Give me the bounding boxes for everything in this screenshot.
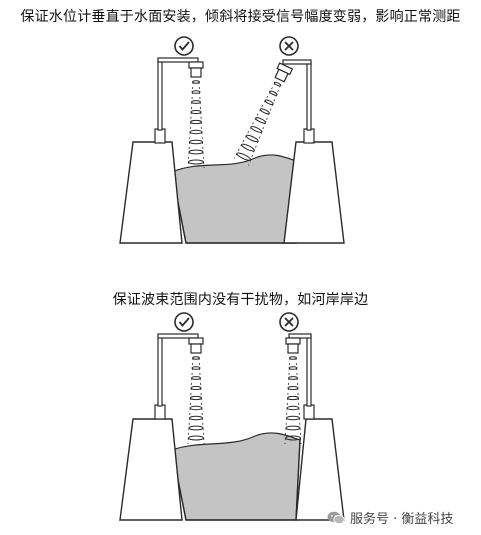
right-arm-bottom bbox=[288, 333, 312, 339]
left-bank-bottom bbox=[119, 418, 183, 521]
water-top bbox=[171, 154, 301, 244]
right-bank-bottom bbox=[295, 418, 345, 521]
check-circle-icon bbox=[174, 312, 194, 332]
wechat-icon bbox=[327, 511, 345, 524]
top-caption: 保证水位计垂直于水面安装，倾斜将接受信号幅度变弱，影响正常测距 bbox=[20, 9, 461, 25]
check-circle-icon bbox=[174, 36, 194, 56]
left-arm-bottom bbox=[157, 333, 199, 339]
left-pole-top bbox=[157, 59, 163, 131]
right-beam-tilted-top bbox=[233, 79, 286, 166]
left-beam-top bbox=[187, 80, 205, 169]
top-diagram bbox=[119, 36, 345, 244]
right-mount-base-top bbox=[303, 128, 315, 144]
right-arm-top bbox=[282, 59, 312, 65]
bottom-diagram bbox=[119, 312, 345, 521]
right-pole-top bbox=[306, 61, 312, 131]
watermark: 服务号 · 衡益科技 bbox=[327, 508, 453, 527]
right-bank-top bbox=[283, 141, 345, 244]
left-sensor-bottom bbox=[188, 337, 204, 354]
water-bottom bbox=[171, 432, 301, 521]
left-mount-base-top bbox=[154, 128, 166, 144]
right-beam-bottom bbox=[284, 356, 302, 445]
left-bank-top bbox=[119, 141, 183, 244]
right-sensor-bottom bbox=[285, 337, 301, 354]
right-pole-bottom bbox=[306, 335, 312, 407]
watermark-text: 服务号 · 衡益科技 bbox=[350, 512, 454, 527]
cross-circle-icon bbox=[279, 36, 299, 56]
left-sensor-top bbox=[188, 61, 204, 78]
right-mount-base-bottom bbox=[303, 404, 315, 420]
cross-circle-icon bbox=[279, 312, 299, 332]
bottom-caption: 保证波束范围内没有干扰物，如河岸岸边 bbox=[112, 292, 369, 308]
right-sensor-tilted-top bbox=[272, 62, 293, 84]
left-beam-bottom bbox=[187, 356, 205, 445]
left-pole-bottom bbox=[157, 335, 163, 407]
left-arm-top bbox=[157, 57, 199, 63]
left-mount-base-bottom bbox=[154, 404, 166, 420]
